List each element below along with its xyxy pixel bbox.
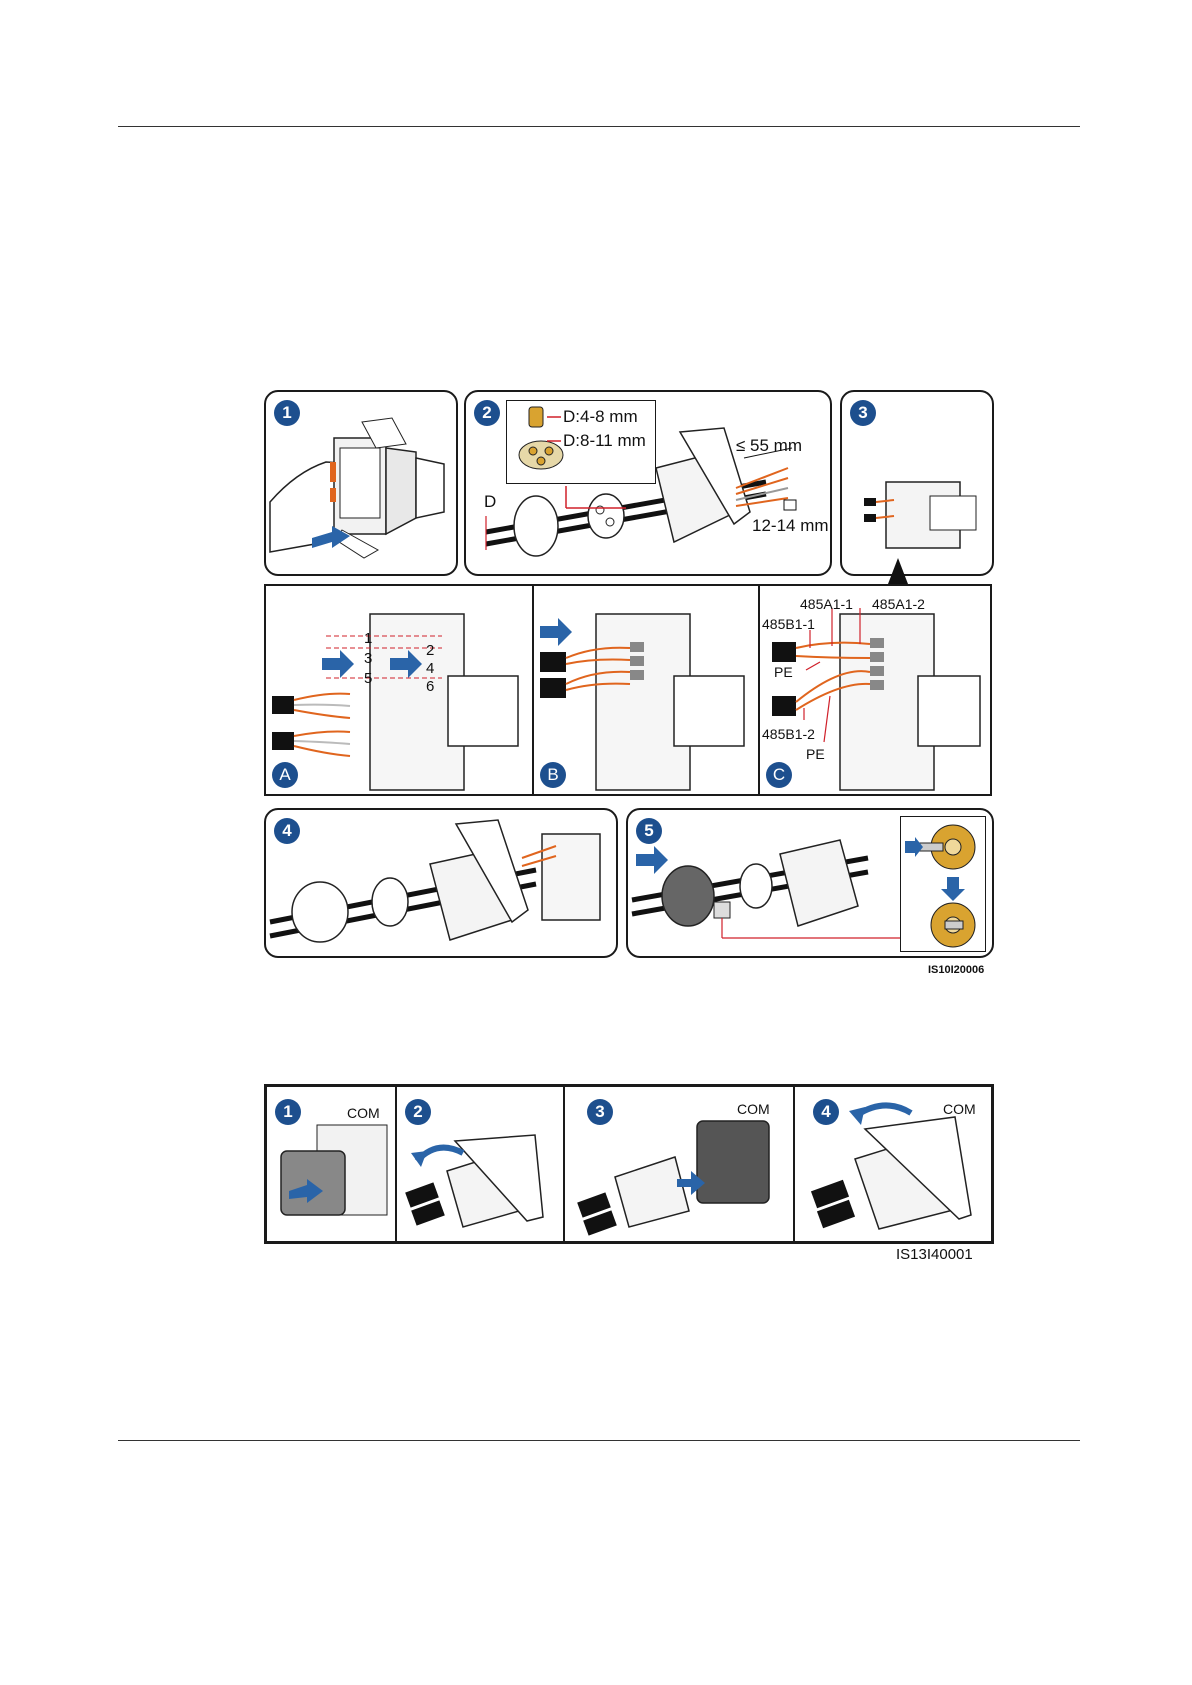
wire-label-485b1-2: 485B1-2 — [762, 726, 815, 742]
panel-step-3: 3 — [840, 390, 994, 576]
panel-substeps: A 1 2 3 4 5 6 — [264, 584, 992, 796]
panel-com-steps: 1 COM 2 3 COM — [264, 1084, 994, 1244]
strip-length-label: ≤ 55 mm — [736, 436, 802, 456]
wire-label-pe-top: PE — [774, 664, 793, 680]
diameter-label: D — [484, 492, 496, 512]
terminal-3: 3 — [364, 650, 372, 667]
terminal-6: 6 — [426, 678, 434, 695]
wire-label-485b1-1: 485B1-1 — [762, 616, 815, 632]
cable-strip-illustration — [466, 392, 830, 574]
com-step-1: 1 COM — [267, 1087, 395, 1241]
panel-step-1: 1 — [264, 390, 458, 576]
wire-label-pe-bottom: PE — [806, 746, 825, 762]
footer-rule — [118, 1440, 1080, 1441]
panel-step-5: 5 — [626, 808, 994, 958]
insert-connector-illustration — [565, 1087, 793, 1241]
figure-code: IS10I20006 — [928, 964, 984, 976]
com-step-2: 2 — [397, 1087, 563, 1241]
substep-b: B — [534, 586, 758, 794]
seal-inset — [900, 816, 986, 952]
wire-insert-illustration — [266, 586, 532, 794]
figure-com-install: 1 COM 2 3 COM — [0, 1000, 1192, 1300]
close-latch-illustration — [795, 1087, 991, 1241]
terminal-1: 1 — [364, 630, 372, 647]
gland-assembly-illustration — [266, 810, 616, 956]
terminal-block-illustration — [842, 392, 992, 574]
substep-a: A 1 2 3 4 5 6 — [266, 586, 532, 794]
terminal-5: 5 — [364, 670, 372, 687]
remove-cover-illustration — [267, 1087, 395, 1241]
connector-unlock-illustration — [266, 392, 456, 574]
wire-label-485a1-2: 485A1-2 — [872, 596, 925, 612]
com-step-3: 3 COM — [565, 1087, 793, 1241]
terminal-2: 2 — [426, 642, 434, 659]
strip-end-label: 12-14 mm — [752, 516, 829, 536]
terminal-4: 4 — [426, 660, 434, 677]
figure-code: IS13I40001 — [896, 1246, 973, 1263]
wire-label-485a1-1: 485A1-1 — [800, 596, 853, 612]
wire-seated-illustration — [534, 586, 758, 794]
open-latch-illustration — [397, 1087, 563, 1241]
panel-step-4: 4 — [264, 808, 618, 958]
figure-cable-assembly: 1 2 D:4-8 mm — [0, 0, 1192, 1000]
panel-step-2: 2 D:4-8 mm D:8-11 mm — [464, 390, 832, 576]
com-step-4: 4 COM — [795, 1087, 991, 1241]
